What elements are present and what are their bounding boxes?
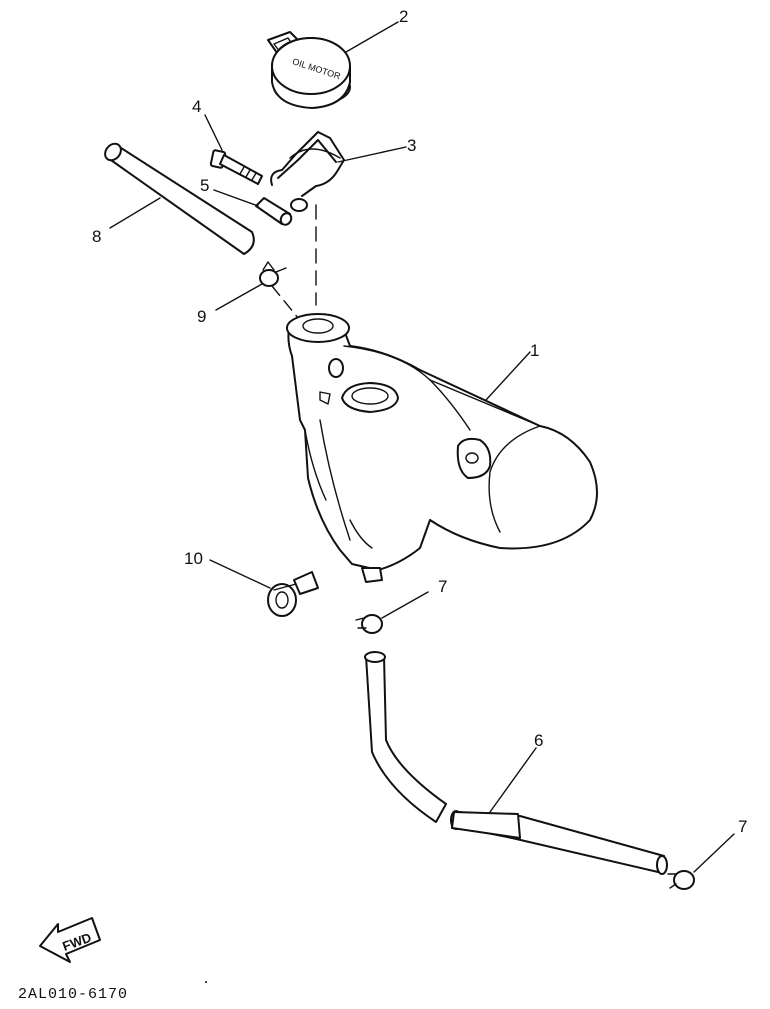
callout-7-upper: 7 [438, 577, 447, 596]
callout-8: 8 [92, 227, 101, 246]
leader-lines [109, 21, 735, 873]
callout-5: 5 [200, 176, 209, 195]
callout-10: 10 [184, 549, 203, 568]
oil-tank-cap: OIL MOTOR [267, 31, 351, 109]
callout-3: 3 [407, 136, 416, 155]
drain-bolt [267, 571, 319, 617]
oil-tank [286, 313, 598, 583]
callout-9: 9 [197, 307, 206, 326]
oil-feed-hose [364, 651, 668, 875]
callout-6: 6 [534, 731, 543, 750]
forward-direction-arrow: FWD [39, 917, 101, 963]
callout-7-lower: 7 [738, 817, 747, 836]
mounting-bolt [209, 149, 263, 185]
callout-2: 2 [399, 7, 408, 26]
stray-dot [205, 981, 207, 983]
callout-1: 1 [530, 341, 539, 360]
tank-clamp-bracket [270, 131, 345, 212]
diagram-code: 2AL010-6170 [18, 986, 128, 1003]
hose-clip-middle [355, 614, 383, 634]
collar-spacer [255, 197, 293, 226]
callout-4: 4 [192, 97, 201, 116]
hose-clip-lower [667, 870, 695, 890]
breather-hose [104, 142, 255, 255]
hose-clip-upper [259, 261, 287, 287]
